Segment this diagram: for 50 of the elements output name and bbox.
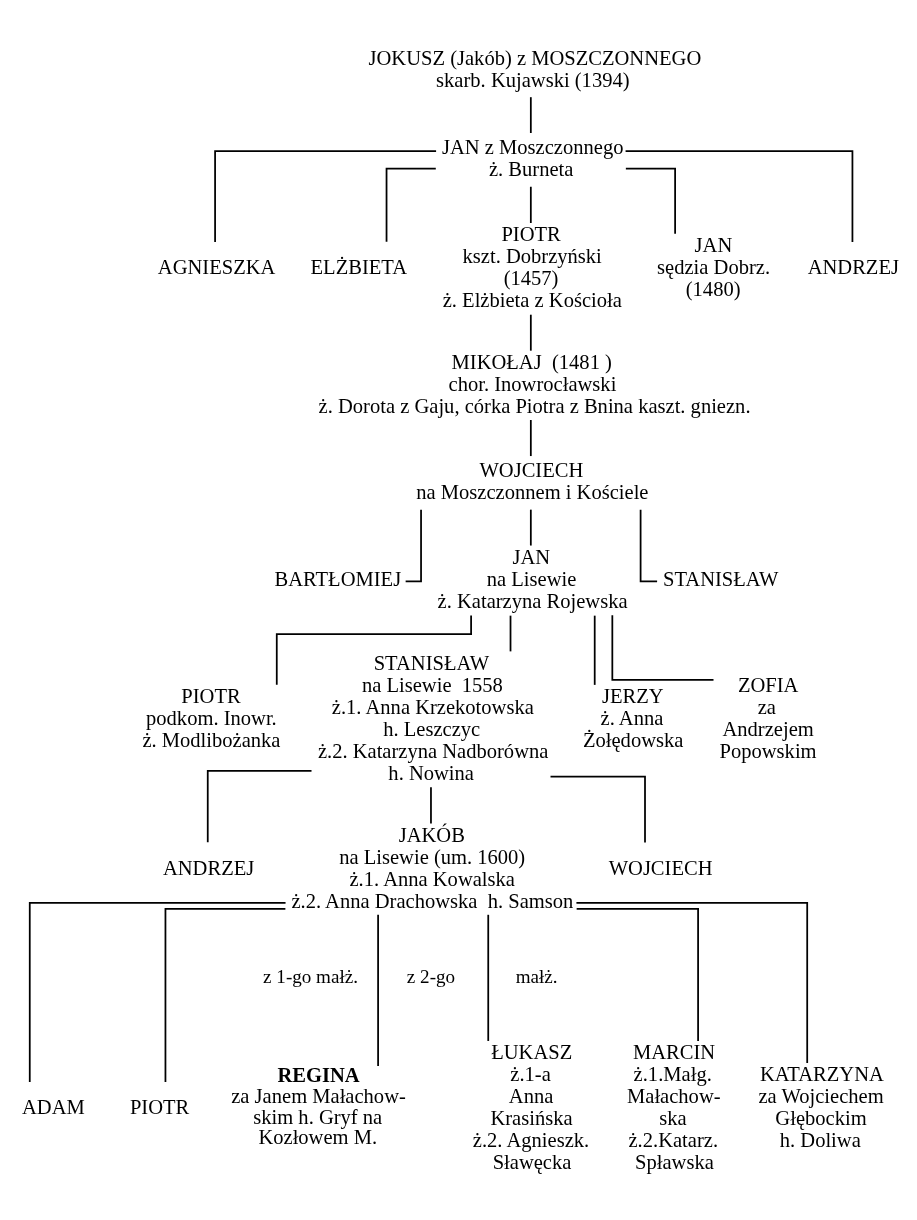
connector [611,614,715,681]
connector [529,96,532,134]
node-text: ANDRZEJ [162,856,255,879]
node-text: AGNIESZKA [157,256,276,278]
connector [377,913,379,1067]
node-text: STANISŁAW na Lisewie 1558 ż.1. Anna Krzekotowska h. Leszczyc ż.2. Katarzyna Nadborówna h. Nowina [317,651,549,784]
node-text: ADAM [21,1096,85,1119]
node-text: JERZY ż. Anna Żołędowska [582,684,684,751]
node-text: JAKÓB na Lisewie (um. 1600) ż.1. Anna Kowalska ż.2. Anna Drachowska h. Samson [291,823,574,912]
connector [487,913,490,1042]
node-text: PIOTR kszt. Dobrzyński (1457) ż. Elżbieta z Kościoła [442,222,622,312]
connector [625,167,676,235]
connector [529,313,532,352]
label: z 1-go małż. [263,965,358,987]
connector [164,907,287,1083]
connector [624,150,854,243]
label: z 2-go [406,965,456,987]
node-text: REGINA za Janem Małachow- skim h. Gryf na Kozłowem M. [231,1064,406,1149]
node-text: PIOTR [129,1096,190,1119]
connector [529,419,532,457]
node-text: STANISŁAW [663,568,779,591]
connector [593,614,596,686]
connector [575,902,809,1064]
connector [385,167,437,243]
node-text: JOKUSZ (Jakób) z MOSZCZONNEGO skarb. Kujawski (1394) [368,46,702,91]
node-text: JAN z Moszczonnego ż. Burneta [441,136,624,181]
node-text: PIOTR podkom. Inowr. ż. Modlibożanka [142,684,281,751]
node-text: WOJCIECH na Moszczonnem i Kościele [416,459,649,504]
node-text: JAN sędzia Dobrz. (1480) [657,233,771,301]
connector [275,614,472,686]
connector [430,786,432,825]
connector [509,614,512,653]
connector [529,185,532,224]
node-text: BARTŁOMIEJ [274,568,402,591]
connector [214,150,437,243]
node-text: MARCIN ż.1.Małg. Małachow- ska ż.2.Katarz. Spławska [627,1040,721,1174]
connector [575,907,699,1042]
node-text: JAN na Lisewie ż. Katarzyna Rojewska [437,546,628,613]
node-text: MIKOŁAJ (1481 ) chor. Inowrocławski ż. Dorota z Gaju, córka Piotra z Bnina kaszt. gniezn. [318,350,751,417]
node-text: ANDRZEJ [807,256,899,278]
node-text: ELŻBIETA [310,256,408,278]
node-text: ŁUKASZ ż.1-a Anna Krasińska ż.2. Agnieszk. Sławęcka [472,1040,590,1174]
connector [549,775,646,844]
connector [28,902,287,1083]
node-text: WOJCIECH [608,856,713,879]
connector [206,769,313,844]
node-text: ZOFIA za Andrzejem Popowskim [719,673,817,762]
connector [529,508,532,547]
label: małż. [515,965,558,987]
node-text: KATARZYNA za Wojciechem Głębockim h. Doliwa [758,1062,884,1152]
